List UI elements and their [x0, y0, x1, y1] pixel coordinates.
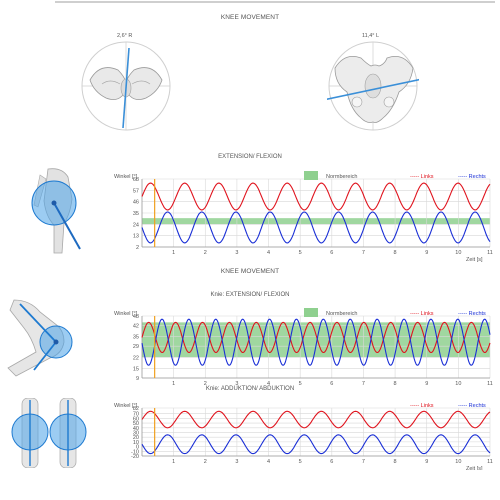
x-tick-label: 11 — [487, 250, 493, 256]
x-tick-label: 1 — [172, 250, 175, 256]
chart-extension-flexion: 2 13 24 35 46 57 68 1 2 3 4 5 6 7 8 9 10 11 Winkel [°] Zeit… — [114, 171, 493, 263]
x-tick-label: 5 — [299, 250, 302, 256]
x-tick-label: 7 — [362, 381, 365, 387]
x-tick-label: 10 — [455, 381, 461, 387]
y-axis-label: Winkel [°] — [114, 403, 138, 409]
x-tick-label: 4 — [267, 459, 270, 465]
norm-band — [142, 218, 490, 225]
chart-1-title: EXTENSION/ FLEXION — [218, 154, 282, 160]
legend-norm-swatch — [304, 171, 318, 180]
series-links-line — [141, 410, 491, 429]
x-tick-label: 11 — [487, 381, 493, 387]
x-tick-label: 5 — [299, 381, 302, 387]
x-tick-label: 1 — [172, 381, 175, 387]
y-tick-label: 2 — [136, 245, 139, 251]
x-tick-label: 3 — [235, 381, 238, 387]
x-tick-label: 1 — [172, 459, 175, 465]
y-tick-label: 48 — [133, 314, 139, 320]
y-tick-label: 35 — [133, 335, 139, 341]
y-tick-label: 40 — [133, 426, 139, 432]
legend-right-label: ----- Rechts — [458, 311, 486, 317]
legend-norm-label: Normbereich — [326, 174, 357, 180]
x-tick-label: 6 — [330, 250, 333, 256]
x-tick-label: 2 — [204, 459, 207, 465]
y-tick-label: -10 — [131, 449, 139, 455]
x-axis-label: Zeit [s] — [466, 257, 483, 263]
y-tick-label: 82 — [133, 406, 139, 412]
series-rechts-line — [141, 211, 491, 244]
y-tick-label: 46 — [133, 200, 139, 206]
y-tick-label: 42 — [133, 324, 139, 330]
hip-flexion-icon — [31, 168, 81, 254]
page-title: KNEE MOVEMENT — [220, 14, 280, 21]
series-rechts-line — [141, 318, 491, 366]
x-tick-label: 8 — [394, 250, 397, 256]
y-tick-label: 13 — [133, 234, 139, 240]
y-tick-label: 57 — [133, 188, 139, 194]
y-tick-label: 68 — [133, 177, 139, 183]
legend-left-label: ----- Links — [410, 311, 434, 317]
y-tick-label: 30 — [133, 430, 139, 436]
legend-norm-label: Normbereich — [326, 311, 357, 317]
x-tick-label: 3 — [235, 250, 238, 256]
x-tick-label: 10 — [455, 459, 461, 465]
y-tick-label: 29 — [133, 344, 139, 350]
y-tick-label: 60 — [133, 416, 139, 422]
x-tick-label: 6 — [330, 459, 333, 465]
x-tick-label: 9 — [425, 381, 428, 387]
x-tick-label: 2 — [204, 250, 207, 256]
x-tick-label: 5 — [299, 459, 302, 465]
legend-left-label: ----- Links — [410, 174, 434, 180]
legend-right-label: ----- Rechts — [458, 403, 486, 409]
norm-band — [142, 322, 490, 358]
section-2-title: KNEE MOVEMENT — [220, 268, 280, 275]
chart-3-title: Knie: ADDUKTION/ ABDUKTION — [205, 386, 295, 392]
x-tick-label: 6 — [330, 381, 333, 387]
knee-side-icon — [7, 299, 73, 377]
x-tick-label: 3 — [235, 459, 238, 465]
pelvis-top-icon — [327, 41, 419, 131]
y-tick-label: 22 — [133, 355, 139, 361]
x-axis-label: Zeit [s] — [466, 466, 483, 470]
legend-left-label: ----- Links — [410, 403, 434, 409]
y-tick-label: 9 — [136, 376, 139, 382]
series-rechts-line — [141, 434, 491, 455]
pelvis-right-angle: 11,4° L — [362, 33, 380, 39]
knee-front-icon — [11, 398, 87, 468]
y-tick-label: 50 — [133, 421, 139, 427]
chart-2-title: Knie: EXTENSION/ FLEXION — [210, 292, 290, 298]
pelvis-left-angle: 2,6° R — [117, 33, 133, 39]
top-divider — [55, 1, 495, 3]
y-tick-label: 10 — [133, 440, 139, 446]
x-tick-label: 8 — [394, 381, 397, 387]
x-tick-label: 4 — [267, 250, 270, 256]
y-tick-label: 24 — [133, 222, 139, 228]
series-links-line — [141, 182, 491, 211]
legend-norm-swatch — [304, 308, 318, 317]
y-tick-label: -20 — [131, 454, 139, 460]
x-tick-label: 7 — [362, 250, 365, 256]
y-axis-label: Winkel [°] — [114, 311, 138, 317]
series-links-line — [141, 321, 491, 354]
x-tick-label: 9 — [425, 250, 428, 256]
y-axis-label: Winkel [°] — [114, 174, 138, 180]
x-tick-label: 8 — [394, 459, 397, 465]
y-tick-label: 15 — [133, 366, 139, 372]
x-tick-label: 7 — [362, 459, 365, 465]
pelvis-front-icon — [81, 41, 171, 131]
y-tick-label: 0 — [136, 445, 139, 451]
x-tick-label: 2 — [204, 381, 207, 387]
legend-right-label: ----- Rechts — [458, 174, 486, 180]
x-tick-label: 9 — [425, 459, 428, 465]
y-tick-label: 35 — [133, 211, 139, 217]
y-tick-label: 70 — [133, 412, 139, 418]
x-tick-label: 10 — [455, 250, 461, 256]
x-tick-label: 4 — [267, 381, 270, 387]
x-tick-label: 11 — [487, 459, 493, 465]
y-tick-label: 20 — [133, 435, 139, 441]
